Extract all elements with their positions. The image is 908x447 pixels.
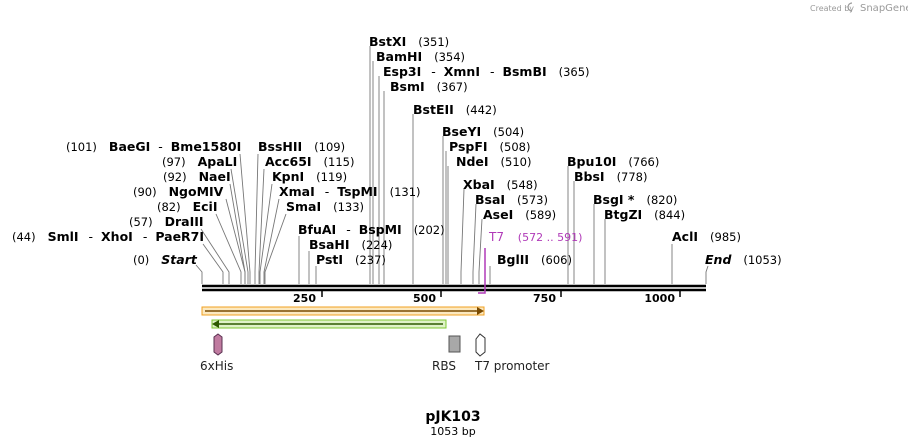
- site-label-acc65i: Acc65I (115): [265, 154, 354, 169]
- scale-tick-label: 500: [413, 292, 436, 305]
- site-label-bsai: BsaI (573): [475, 192, 548, 207]
- site-label-xbai: XbaI (548): [463, 177, 538, 192]
- site-label-bsmi: BsmI (367): [390, 79, 468, 94]
- site-label-bamhi: BamHI (354): [376, 49, 465, 64]
- site-label-ngomiv: (90) NgoMIV: [133, 184, 224, 199]
- site-label-start: (0) Start: [133, 252, 198, 267]
- site-label-pspfi: PspFI (508): [449, 139, 530, 154]
- site-label-bsteii: BstEII (442): [413, 102, 497, 117]
- site-label-bseyi: BseYI (504): [442, 124, 524, 139]
- site-label-xmai: XmaI - TspMI (131): [279, 184, 421, 199]
- site-label-smli: (44) SmlI - XhoI - PaeR7I: [12, 229, 204, 244]
- site-label-bfuai: BfuAI - BspMI (202): [298, 222, 445, 237]
- site-label-draiii: (57) DraIII: [129, 214, 204, 229]
- feature-6xhis[interactable]: 6xHis: [200, 333, 233, 373]
- site-label-bglii: BglII (606): [497, 252, 572, 267]
- site-label-psti: PstI (237): [316, 252, 386, 267]
- orf-arrow-green[interactable]: [211, 319, 447, 329]
- site-label-bstxi: BstXI (351): [369, 34, 449, 49]
- site-label-bbsi: BbsI (778): [574, 169, 648, 184]
- site-label-end: End (1053): [705, 252, 782, 267]
- orf-arrow-orange[interactable]: [201, 306, 485, 316]
- plasmid-length: 1053 bp: [430, 425, 475, 438]
- site-label-bpu10i: Bpu10I (766): [567, 154, 659, 169]
- credit-text: Created by: [810, 4, 854, 13]
- svg-text:T7 promoter: T7 promoter: [474, 359, 550, 373]
- site-label-bsgi: BsgI * (820): [593, 192, 677, 207]
- site-label-esp3i: Esp3I - XmnI - BsmBI (365): [383, 64, 590, 79]
- svg-text:6xHis: 6xHis: [200, 359, 233, 373]
- cut-site-lines: [195, 46, 709, 284]
- site-label-bsshii: BssHII (109): [258, 139, 345, 154]
- site-label-naei: (92) NaeI: [163, 169, 231, 184]
- scale-tick-label: 750: [533, 292, 556, 305]
- scale-tick-label: 250: [293, 292, 316, 305]
- site-label-btgzi: BtgZI (844): [604, 207, 685, 222]
- svg-text:T7 (572 .. 591): T7 (572 .. 591): [488, 230, 582, 244]
- scale-tick-250: 250: [293, 290, 323, 305]
- svg-text:RBS: RBS: [432, 359, 456, 373]
- site-label-asei: AseI (589): [483, 207, 556, 222]
- scale-tick-750: 750: [533, 290, 562, 305]
- plasmid-name: pJK103: [425, 409, 480, 425]
- snapgene-logo: SnapGene: [847, 2, 908, 14]
- site-label-ndei: NdeI (510): [456, 154, 531, 169]
- scale-tick-label: 1000: [644, 292, 675, 305]
- site-label-kpni: KpnI (119): [272, 169, 347, 184]
- feature-t7-promoter[interactable]: T7 promoter: [474, 333, 550, 373]
- site-label-smai: SmaI (133): [286, 199, 364, 214]
- scale-tick-1000: 1000: [644, 290, 681, 305]
- svg-text:SnapGene: SnapGene: [860, 3, 908, 14]
- site-label-acli: AclI (985): [672, 229, 741, 244]
- site-label-baegi: (101) BaeGI - Bme1580I: [66, 139, 241, 154]
- site-label-bsahi: BsaHI (224): [309, 237, 392, 252]
- t7-primer-marker[interactable]: T7 (572 .. 591): [478, 230, 582, 294]
- scale-tick-500: 500: [413, 290, 442, 305]
- feature-rbs[interactable]: RBS: [432, 335, 461, 373]
- site-label-apali: (97) ApaLI: [162, 154, 237, 169]
- site-label-ecii: (82) EciI: [157, 199, 217, 214]
